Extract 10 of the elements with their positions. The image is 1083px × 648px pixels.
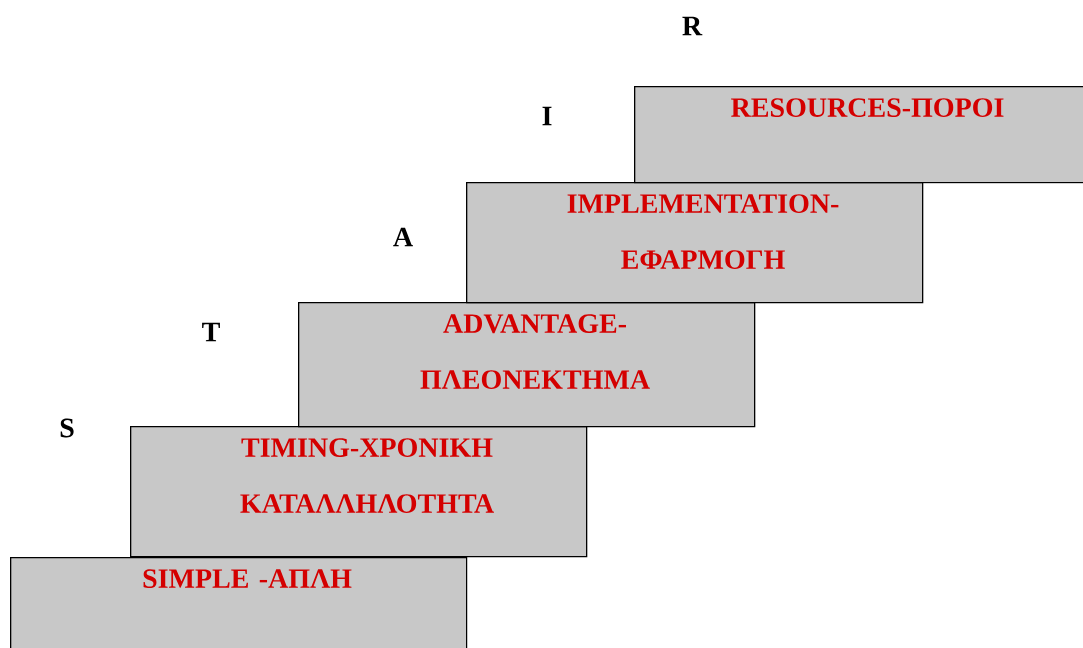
step-box: RESOURCES-ΠΟΡΟΙ: [634, 86, 1083, 184]
step-letter: T: [202, 322, 220, 342]
step-letter: S: [60, 418, 74, 438]
step-letter: A: [393, 227, 413, 247]
step-letter: I: [542, 106, 552, 126]
step-box: ADVANTAGE-ΠΛΕΟΝΕΚΤΗΜΑ: [298, 302, 756, 428]
step-box: SIMPLE -ΑΠΛΗ: [10, 557, 468, 648]
step-letter: R: [682, 16, 703, 36]
step-box: TIMING-ΧΡΟΝΙΚΗ ΚΑΤΑΛΛΗΛΟΤΗΤΑ: [130, 426, 588, 558]
step-box: IMPLEMENTATION-ΕΦΑΡΜΟΓΗ: [466, 182, 924, 304]
